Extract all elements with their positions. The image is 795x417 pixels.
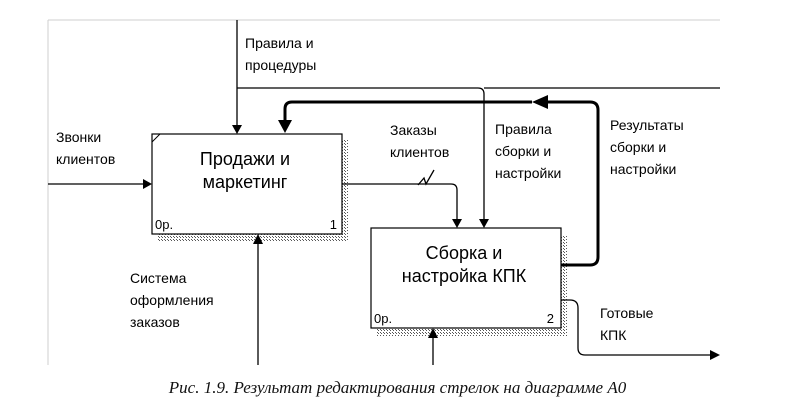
- label-rules-line-2: процедуры: [245, 57, 316, 73]
- box-1-title-line-2: маркетинг: [203, 172, 288, 192]
- label-assembly-rules-line-3: настройки: [495, 165, 561, 181]
- arrow-customer-calls[interactable]: [48, 179, 152, 189]
- label-assembly-rules-line-2: сборки и: [495, 143, 551, 159]
- box-1-number: 1: [330, 217, 337, 232]
- box-sales-marketing[interactable]: Продажи и маркетинг 0р. 1: [151, 133, 348, 241]
- label-ready-line-2: КПК: [600, 327, 627, 343]
- label-results-line-3: настройки: [610, 161, 676, 177]
- box-1-op-label: 0р.: [155, 217, 173, 232]
- label-calls-line-2: клиентов: [56, 151, 115, 167]
- squiggle-connector: [417, 169, 435, 186]
- label-system-line-3: заказов: [130, 314, 180, 330]
- figure-caption: Рис. 1.9. Результат редактирования стрел…: [168, 378, 627, 397]
- label-ready-line-1: Готовые: [600, 305, 654, 321]
- arrow-ready-devices[interactable]: [561, 299, 720, 360]
- box-1-title-line-1: Продажи и: [200, 149, 290, 169]
- arrow-box2-mechanism[interactable]: [428, 328, 438, 365]
- label-results-line-1: Результаты: [610, 117, 684, 133]
- box-assembly-setup[interactable]: Сборка и настройка КПК 0р. 2: [370, 227, 567, 336]
- box-1-corner-mark: [151, 133, 161, 143]
- arrow-order-system[interactable]: [253, 234, 263, 365]
- arrow-customer-orders[interactable]: [342, 169, 462, 228]
- label-rules-line-1: Правила и: [245, 35, 314, 51]
- label-calls-line-1: Звонки: [56, 129, 101, 145]
- arrow-results-feedback[interactable]: [278, 95, 600, 267]
- label-system-line-2: оформления: [130, 292, 214, 308]
- label-orders-line-2: клиентов: [390, 144, 449, 160]
- box-2-title-line-1: Сборка и: [426, 243, 503, 263]
- box-2-title-line-2: настройка КПК: [402, 266, 527, 286]
- box-1-frame: [151, 133, 343, 235]
- label-results-line-2: сборки и: [610, 139, 666, 155]
- box-2-op-label: 0р.: [374, 311, 392, 326]
- box-2-frame: [370, 227, 562, 329]
- arrow-rules-procedures[interactable]: [232, 20, 720, 228]
- label-system-line-1: Система: [130, 270, 187, 286]
- label-assembly-rules-line-1: Правила: [495, 121, 552, 137]
- label-orders-line-1: Заказы: [390, 122, 437, 138]
- box-2-number: 2: [547, 311, 554, 326]
